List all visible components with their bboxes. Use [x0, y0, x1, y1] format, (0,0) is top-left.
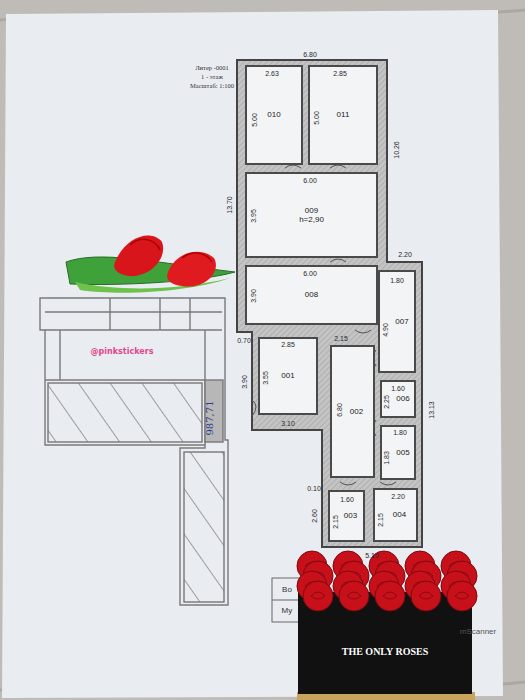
- dimension-label: 3.90: [241, 375, 248, 389]
- dimension-label: 0.70: [237, 337, 251, 344]
- dimension-label: 6.80: [336, 403, 343, 417]
- dimension-label: 2.20: [391, 493, 405, 500]
- paper-sheet: [2, 10, 503, 698]
- dimension-label: 2.63: [265, 70, 279, 77]
- dimension-label: 3.95: [250, 209, 257, 223]
- sheet-info: 1 - этаж: [201, 74, 223, 81]
- title-block-text: Во: [282, 586, 292, 594]
- dimension-label: 10.26: [393, 141, 400, 159]
- dimension-label: 1.60: [391, 385, 405, 392]
- dimension-label: 3.55: [262, 371, 269, 385]
- dimension-label: 2.20: [398, 251, 412, 258]
- sheet-info: Литер -0001: [195, 65, 229, 72]
- dimension-label: 5.10: [365, 552, 379, 559]
- dimension-label: 5.00: [313, 111, 320, 125]
- tulip-sticker: [66, 236, 235, 293]
- dimension-label: 5.00: [251, 113, 258, 127]
- room-number: 003: [344, 511, 357, 520]
- dimension-label: 2.60: [311, 509, 318, 523]
- room-number: 001: [281, 371, 294, 380]
- room-height: h=2,90: [299, 215, 324, 224]
- room-number: 002: [350, 407, 363, 416]
- dimension-label: 2.85: [333, 70, 347, 77]
- room-number: 004: [393, 510, 406, 519]
- scanner-watermark: mScanner: [460, 628, 496, 636]
- room-number: 009: [305, 206, 318, 215]
- dimension-label: 0.10: [307, 485, 321, 492]
- box-brand: THE ONLY ROSES: [342, 647, 429, 657]
- room-number: 011: [337, 110, 350, 119]
- room-number: 005: [396, 448, 409, 457]
- dimension-label: 3.10: [281, 420, 295, 427]
- outbuilding-plan: [40, 298, 228, 605]
- dimension-label: 3.90: [250, 289, 257, 303]
- title-block-text: Му: [282, 607, 293, 615]
- dimension-label: 2.15: [334, 335, 348, 342]
- room-number: 008: [305, 290, 318, 299]
- dimension-label: 6.80: [303, 51, 317, 58]
- room-box: 007: [378, 270, 416, 373]
- room-number: 007: [395, 317, 408, 326]
- handwritten-note: 987,71: [205, 401, 215, 436]
- dimension-label: 2.25: [383, 395, 390, 409]
- outer-wall: [237, 60, 422, 547]
- dimension-label: 13.70: [226, 196, 233, 214]
- dimension-label: 1.80: [390, 277, 404, 284]
- sheet-info: Масштаб: 1:100: [190, 83, 234, 90]
- dimension-label: 2.15: [332, 515, 339, 529]
- dimension-label: 1.60: [340, 496, 354, 503]
- sticker-watermark: @pinkstickers: [91, 348, 154, 356]
- dimension-label: 6.00: [303, 177, 317, 184]
- room-number: 006: [396, 394, 409, 403]
- rose-box: [297, 551, 477, 700]
- dimension-label: 2.15: [377, 513, 384, 527]
- dimension-label: 2.85: [281, 341, 295, 348]
- dimension-label: 4.90: [382, 323, 389, 337]
- dimension-label: 1.83: [383, 451, 390, 465]
- room-box: 009h=2,90: [245, 172, 378, 258]
- dimension-label: 13.13: [428, 401, 435, 419]
- dimension-label: 1.80: [393, 429, 407, 436]
- room-number: 010: [267, 110, 280, 119]
- dimension-label: 6.00: [303, 270, 317, 277]
